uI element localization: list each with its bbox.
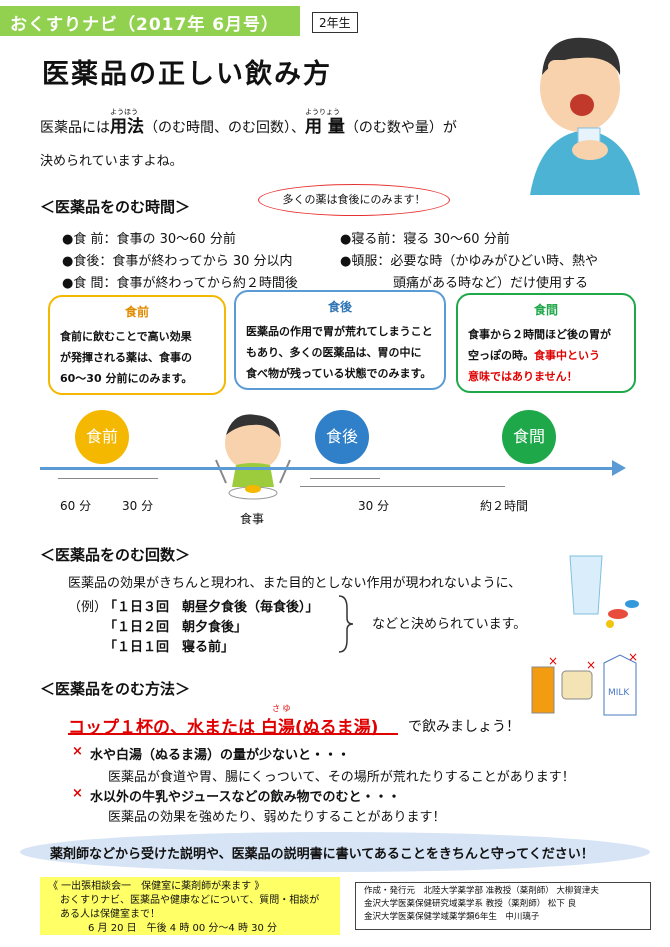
card-body: 食前に飲むことで高い効果 が発揮される薬は、食事の 60〜30 分前にのみます。 bbox=[60, 330, 193, 385]
card-title: 食間 bbox=[533, 303, 558, 317]
card-body: 医薬品の作用で胃が荒れてしまうこと もあり、多くの医薬品は、胃の中に 食べ物が残… bbox=[246, 325, 433, 380]
timing-item-between-meals: ●食 間：食事が終わってから約２時間後 bbox=[62, 276, 298, 291]
warning-mark: × bbox=[72, 786, 83, 801]
circle-before-meal: 食前 bbox=[75, 410, 129, 464]
consultation-box: 《 一出張相談会一 保健室に薬剤師が来ます 》 おくすりナビ、医薬品や健康などに… bbox=[40, 877, 340, 935]
tick-60min: 60 分 bbox=[60, 499, 92, 513]
example-3-times: 「１日３回 朝昼夕食後（毎食後）」 bbox=[104, 600, 319, 615]
example-2-times: 「１日２回 朝夕食後」 bbox=[104, 620, 248, 635]
warning-detail-2: 医薬品の効果を強めたり、弱めたりすることがあります！ bbox=[108, 810, 446, 825]
footer-message-oval bbox=[20, 832, 650, 872]
range-before-meal bbox=[58, 478, 158, 479]
range-after-meal bbox=[310, 478, 380, 479]
speech-bubble: 多くの薬は食後にのみます！ bbox=[258, 184, 450, 216]
timeline-arrowhead bbox=[612, 460, 626, 476]
warning-mark: × bbox=[72, 744, 83, 759]
frequency-note: などと決められています。 bbox=[372, 617, 527, 632]
tick-30min-before: 30 分 bbox=[122, 499, 154, 513]
range-between-meals bbox=[300, 486, 505, 487]
card-body: 食事から２時間ほど後の胃が 空っぽの時。食事中という 意味ではありません！ bbox=[468, 328, 611, 383]
svg-text:×: × bbox=[586, 658, 596, 672]
timing-item-as-needed: ●頓服：必要な時（かゆみがひどい時、熱や bbox=[340, 254, 598, 269]
card-title: 食後 bbox=[327, 300, 352, 314]
frequency-desc: 医薬品の効果がきちんと現われ、また目的としない作用が現われないように、 bbox=[68, 576, 522, 591]
meal-label: 食事 bbox=[240, 512, 265, 526]
example-1-time: 「１日１回 寝る前」 bbox=[104, 640, 235, 655]
header-band bbox=[0, 6, 300, 36]
timing-heading: ＜医薬品をのむ時間＞ bbox=[40, 198, 191, 216]
svg-text:×: × bbox=[628, 653, 638, 664]
frequency-heading: ＜医薬品をのむ回数＞ bbox=[40, 546, 191, 564]
circle-after-meal: 食後 bbox=[315, 410, 369, 464]
svg-text:MILK: MILK bbox=[608, 688, 630, 698]
svg-text:×: × bbox=[548, 654, 558, 668]
timing-item-before-meal: ●食 前：食事の 30〜60 分前 bbox=[62, 232, 236, 247]
timeline-axis bbox=[40, 467, 620, 470]
newsletter-title: おくすりナビ（2017年 6月号） bbox=[10, 15, 280, 35]
sayu-ruby: さ ゆ bbox=[272, 704, 291, 713]
warning-title-2: 水以外の牛乳やジュースなどの飲み物でのむと・・・ bbox=[90, 790, 401, 805]
timing-item-as-needed-cont: 頭痛がある時など）だけ使用する bbox=[393, 276, 589, 291]
timing-item-bedtime: ●寝る前：寝る 30〜60 分前 bbox=[340, 232, 510, 247]
warning-detail-1: 医薬品が食道や胃、腸にくっついて、その場所が荒れたりすることがあります！ bbox=[108, 770, 575, 785]
footer-message: 薬剤師などから受けた説明や、医薬品の説明書に書いてあることをきちんと守ってくださ… bbox=[50, 847, 594, 862]
method-underline bbox=[68, 733, 398, 735]
credits-box: 作成・発行元 北陸大学薬学部 准教授（薬剤師） 大柳賀津夫 金沢大学医薬保健研究… bbox=[355, 882, 651, 930]
circle-between-meals: 食間 bbox=[502, 410, 556, 464]
tick-30min-after: 30 分 bbox=[358, 499, 390, 513]
card-after-meal: 食後 医薬品の作用で胃が荒れてしまうこと もあり、多くの医薬品は、胃の中に 食べ… bbox=[234, 290, 446, 390]
card-title: 食前 bbox=[124, 305, 149, 319]
page-title: 医薬品の正しい飲み方 bbox=[42, 59, 332, 90]
brace-icon bbox=[338, 595, 354, 653]
water-glass-pills-illustration bbox=[569, 555, 639, 628]
example-label: （例） bbox=[68, 600, 108, 615]
intro-line-1: 医薬品にはようほう用法（のむ時間、のむ回数）、ようりょう用 量（のむ数や量）が bbox=[40, 108, 457, 137]
timing-item-after-meal: ●食後：食事が終わってから 30 分以内 bbox=[62, 254, 293, 269]
grade-badge: 2年生 bbox=[312, 12, 358, 33]
drinks-illustration: MILK × × × bbox=[531, 653, 638, 716]
card-between-meals: 食間 食事から２時間ほど後の胃が 空っぽの時。食事中という 意味ではありません！ bbox=[456, 293, 636, 393]
card-before-meal: 食前 食前に飲むことで高い効果 が発揮される薬は、食事の 60〜30 分前にのみ… bbox=[48, 295, 226, 395]
method-heading: ＜医薬品をのむ方法＞ bbox=[40, 680, 191, 698]
tick-about-2h: 約２時間 bbox=[480, 499, 529, 513]
boy-medicine-illustration bbox=[530, 37, 640, 195]
warning-title-1: 水や白湯（ぬるま湯）の量が少ないと・・・ bbox=[90, 748, 351, 763]
eating-child-illustration bbox=[215, 414, 291, 500]
intro-line-2: 決められていますよね。 bbox=[40, 154, 183, 169]
method-tail: で飲みましょう！ bbox=[408, 719, 520, 735]
